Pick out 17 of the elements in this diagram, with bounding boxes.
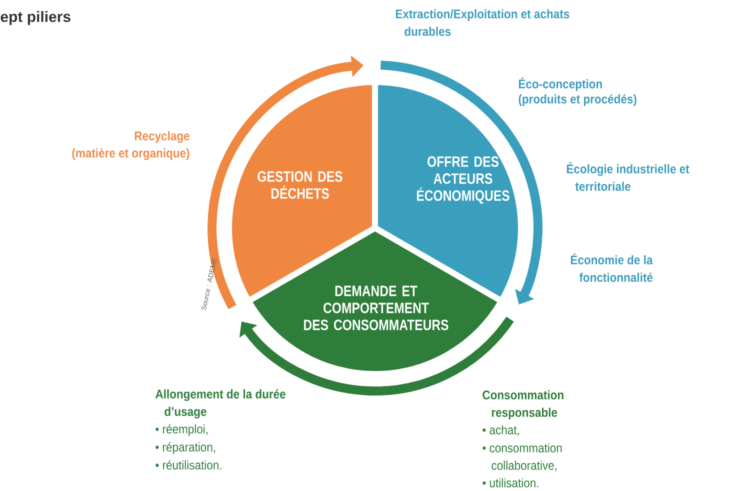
- side-label: Allongement de la durée d’usage: [155, 389, 286, 419]
- title: ept piliers: [0, 11, 70, 25]
- side-label: Éco-conception: [518, 77, 602, 91]
- side-label: • consommation collaborative,: [482, 443, 562, 472]
- side-label: Consommation responsable: [482, 390, 564, 420]
- side-label: Recyclage: [134, 131, 190, 143]
- side-label: (matière et organique): [72, 148, 190, 160]
- side-label: (produits et procédés): [518, 94, 636, 106]
- pie-segment: DEMANDE ET COMPORTEMENT DES CONSOMMATEURS: [246, 225, 504, 378]
- side-label: • réemploi,: [156, 424, 208, 436]
- side-label: • réutilisation.: [156, 460, 222, 470]
- side-label: Écologie industrielle et territoriale: [566, 162, 690, 191]
- side-label: • réparation,: [156, 442, 216, 454]
- side-label: Économie de la fonctionnalité: [570, 253, 653, 282]
- side-label: • achat,: [482, 425, 519, 436]
- side-label: Extraction/Exploitation et achats durables: [396, 9, 570, 36]
- side-label: • utilisation.: [482, 478, 538, 488]
